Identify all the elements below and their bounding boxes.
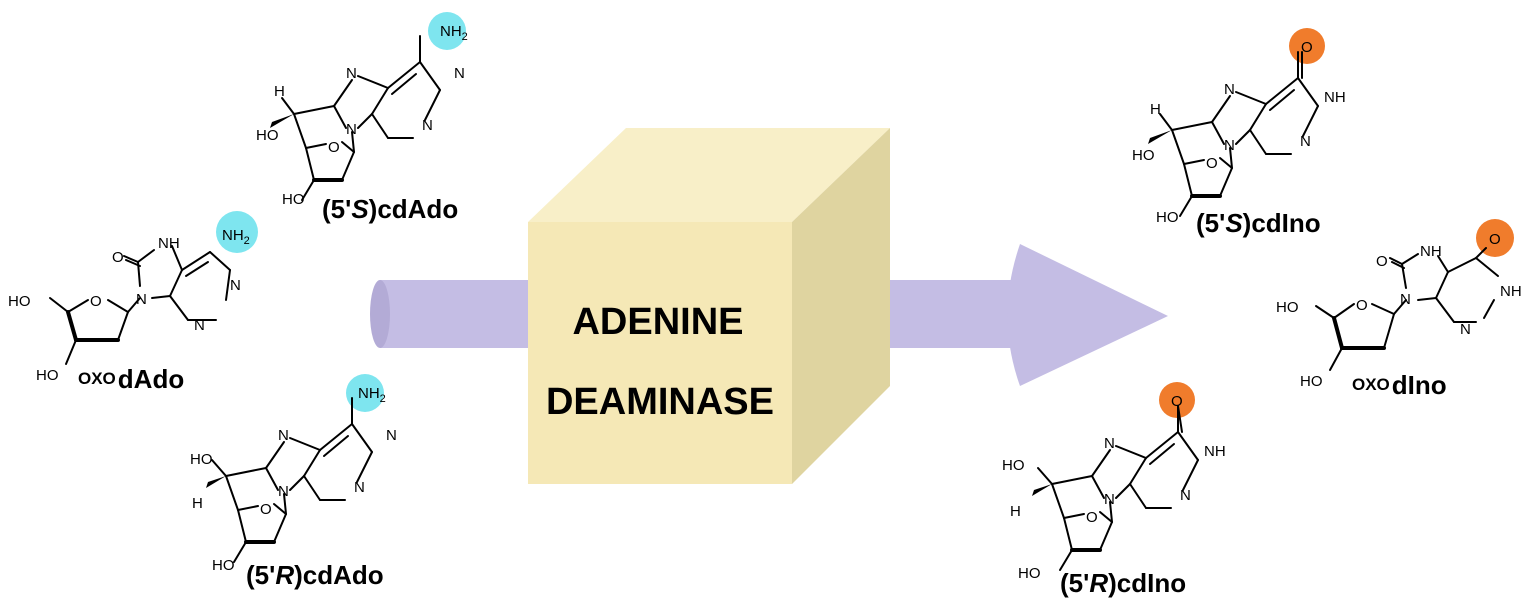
n-atom: N (354, 479, 365, 496)
enzyme-label-line1: ADENINE (572, 301, 743, 343)
ho-atom: HO (1002, 457, 1025, 474)
input-arrow (370, 280, 540, 348)
amine-highlight (346, 374, 384, 412)
ho-atom: HO (1300, 373, 1323, 390)
nh2-subscript: 2 (462, 31, 468, 43)
n-atom: N (1400, 291, 1411, 308)
n-atom: N (346, 65, 357, 82)
nh2-atom: NH (440, 23, 462, 40)
svg-text:NH2: NH2 (222, 227, 250, 247)
nh-atom: NH (1324, 89, 1346, 106)
nh2-atom: NH (358, 385, 380, 402)
nh-atom: NH (1204, 443, 1226, 460)
nh-atom: NH (1500, 283, 1522, 300)
n-atom: N (278, 427, 289, 444)
nh-atom: NH (1420, 243, 1442, 260)
ho-atom: HO (8, 293, 31, 310)
molecule-oxo-dado: NH2 N N NH O N O HO HO (8, 211, 258, 384)
enzyme-label-line2: DEAMINASE (546, 381, 774, 423)
ho-atom: HO (256, 127, 279, 144)
o-atom: O (328, 139, 340, 156)
molecule-5r-cdino: O NH N N N O HO H HO (1002, 382, 1226, 582)
label-5r-cdino: (5'R)cdIno (1060, 568, 1186, 598)
n-atom: N (1104, 491, 1115, 508)
ho-atom: HO (1132, 147, 1155, 164)
carbonyl-highlight (1159, 382, 1195, 418)
n-atom: N (136, 291, 147, 308)
box-top-face (528, 128, 890, 222)
o-atom: O (1086, 509, 1098, 526)
n-atom: N (194, 317, 205, 334)
molecule-5s-cdado: NH2 N N N N O H HO HO (256, 12, 468, 208)
h-atom: H (1150, 101, 1161, 118)
ho-atom: HO (212, 557, 235, 574)
molecule-oxo-dino: O NH N NH O N O HO HO (1276, 219, 1522, 390)
ho-atom: HO (1156, 209, 1179, 226)
o-atom: O (1376, 253, 1388, 270)
o-atom: O (1171, 393, 1183, 410)
o-atom: O (1206, 155, 1218, 172)
n-atom: N (454, 65, 465, 82)
n-atom: N (1224, 81, 1235, 98)
n-atom: N (1300, 133, 1311, 150)
n-atom: N (1224, 137, 1235, 154)
label-oxo-dado: OXOdAdo (78, 364, 184, 394)
molecule-5r-cdado: NH2 N N N N O HO H HO (190, 374, 397, 574)
n-atom: N (422, 117, 433, 134)
ho-atom: HO (190, 451, 213, 468)
box-front-face (528, 222, 792, 484)
svg-text:NH2: NH2 (358, 385, 386, 405)
h-atom: H (192, 495, 203, 512)
ho-atom: HO (1018, 565, 1041, 582)
o-atom: O (112, 249, 124, 266)
nh2-subscript: 2 (380, 393, 386, 405)
amine-highlight (428, 12, 466, 50)
label-5r-cdado: (5'R)cdAdo (246, 560, 384, 590)
o-atom: O (1356, 297, 1368, 314)
label-5s-cdino: (5'S)cdIno (1196, 208, 1321, 238)
o-atom: O (1301, 39, 1313, 56)
svg-text:NH2: NH2 (440, 23, 468, 43)
n-atom: N (386, 427, 397, 444)
label-5s-cdado: (5'S)cdAdo (322, 194, 458, 224)
nh2-atom: NH (222, 227, 244, 244)
nh2-subscript: 2 (244, 235, 250, 247)
n-atom: N (278, 483, 289, 500)
ho-atom: HO (36, 367, 59, 384)
label-oxo-dino: OXOdIno (1352, 370, 1447, 400)
n-atom: N (1460, 321, 1471, 338)
enzyme-box: ADENINE DEAMINASE (528, 128, 890, 484)
molecule-5s-cdino: O NH N N N O H HO HO (1132, 28, 1346, 226)
n-atom: N (346, 121, 357, 138)
o-atom: O (260, 501, 272, 518)
o-atom: O (1489, 231, 1501, 248)
ho-atom: HO (1276, 299, 1299, 316)
h-atom: H (274, 83, 285, 100)
o-atom: O (90, 293, 102, 310)
h-atom: H (1010, 503, 1021, 520)
ho-atom: HO (282, 191, 305, 208)
box-side-face (792, 128, 890, 484)
amine-highlight (216, 211, 258, 253)
nh-atom: NH (158, 235, 180, 252)
n-atom: N (230, 277, 241, 294)
n-atom: N (1180, 487, 1191, 504)
n-atom: N (1104, 435, 1115, 452)
